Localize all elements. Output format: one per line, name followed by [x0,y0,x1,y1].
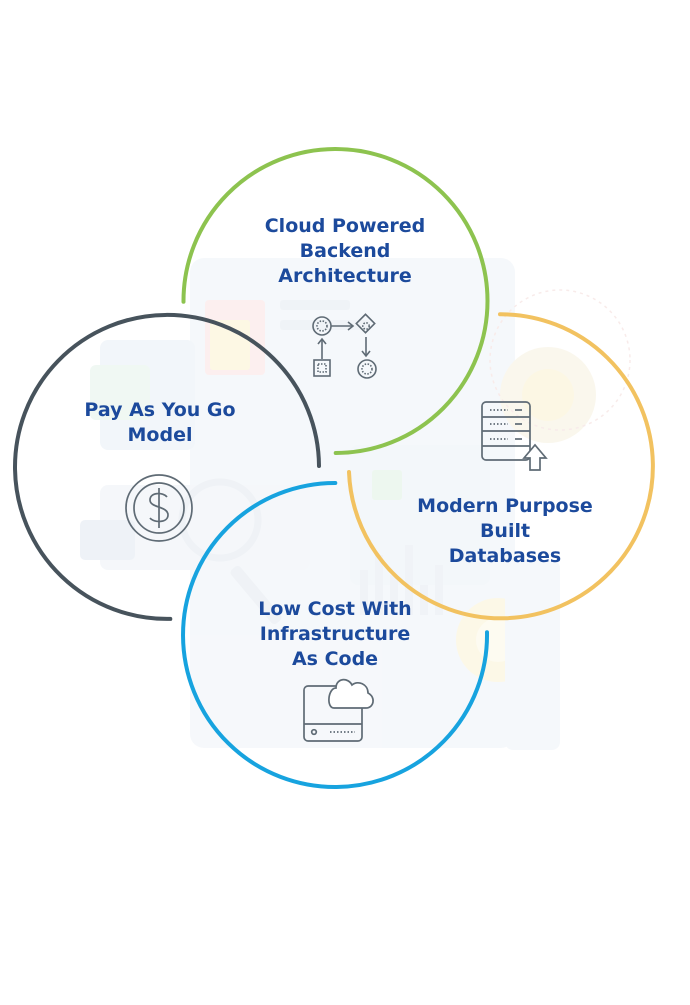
cloud-powered-line-3: Architecture [278,265,412,287]
dollar-coin-icon [125,474,193,542]
low-circle [181,481,490,789]
low-cost-line-1: Low Cost With [258,598,412,620]
pay-as-you-go-line-1: Pay As You Go [84,399,236,421]
cloud-server-icon [303,678,374,742]
cloud-circle [181,147,490,455]
database-upload-icon [481,401,548,471]
modern-databases-line-1: Modern Purpose [417,495,593,517]
modern-databases-line-2: Built [479,520,531,542]
pay-as-you-go-label: Pay As You Go Model [70,398,250,448]
low-cost-label: Low Cost With Infrastructure As Code [235,597,435,672]
modern-circle [347,312,655,621]
modern-databases-label: Modern Purpose Built Databases [405,494,605,569]
modern-databases-line-3: Databases [448,545,562,567]
low-cost-line-2: Infrastructure [259,623,411,645]
workflow-icon [312,313,377,379]
pay-circle [13,312,321,621]
cloud-powered-line-1: Cloud Powered [264,215,426,237]
cloud-powered-line-2: Backend [299,240,391,262]
pay-as-you-go-line-2: Model [127,424,193,446]
cloud-powered-label: Cloud Powered Backend Architecture [245,214,445,289]
low-cost-line-3: As Code [291,648,379,670]
